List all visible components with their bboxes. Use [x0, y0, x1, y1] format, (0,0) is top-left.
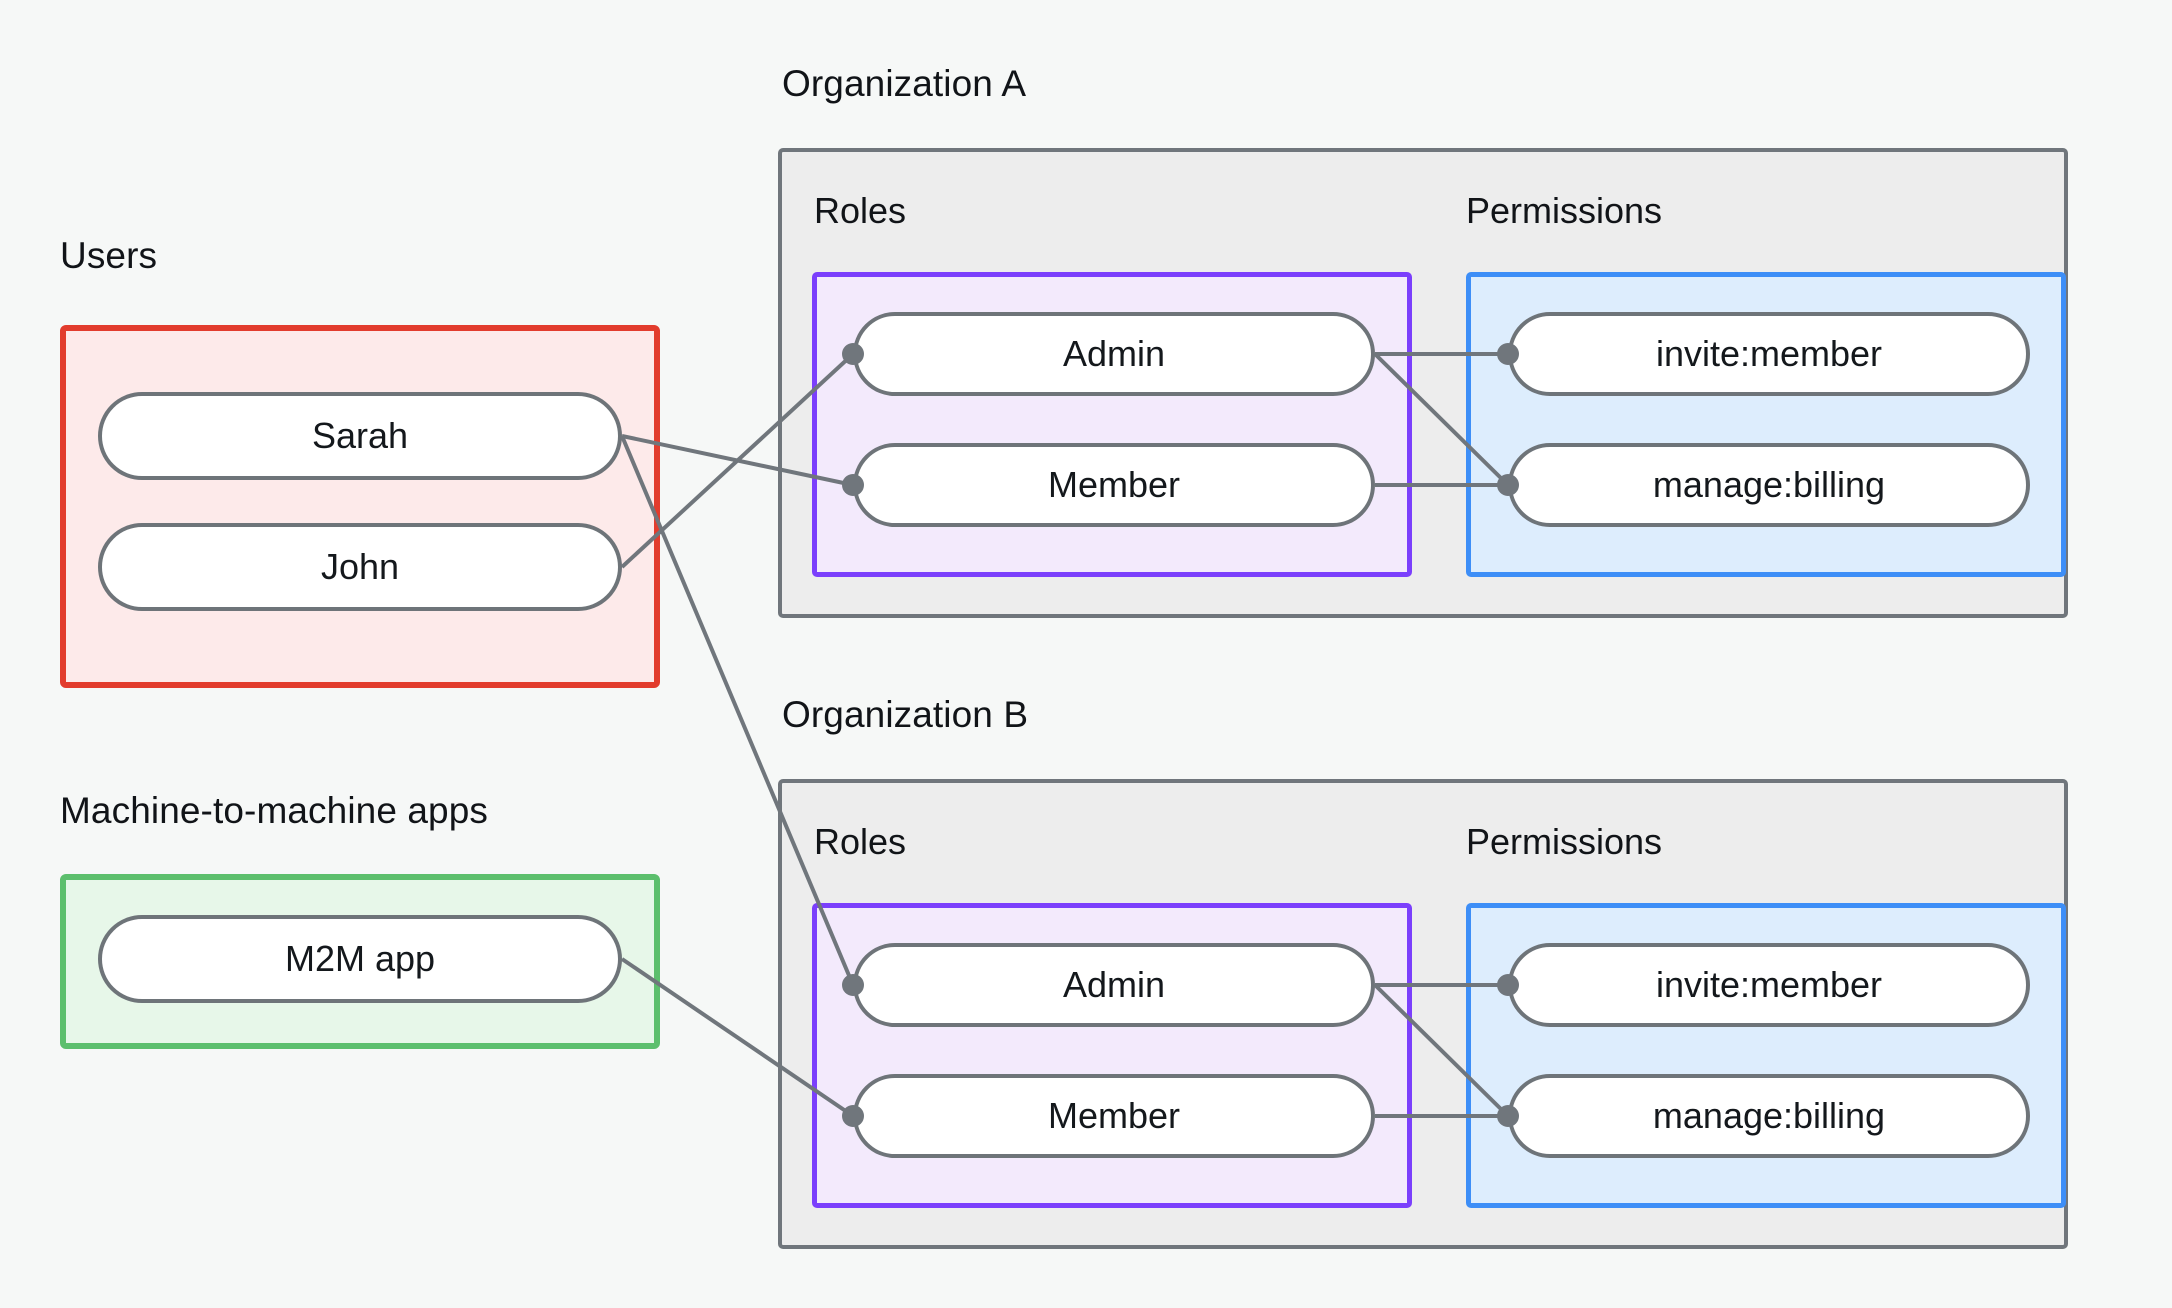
node-label: Member [1047, 464, 1181, 505]
node-perm-a-invite-member[interactable]: invite:member [1508, 312, 2030, 396]
org-a-permissions-label: Permissions [1466, 190, 1663, 231]
org-a-title: Organization A [782, 63, 1027, 104]
node-user-john[interactable]: John [98, 523, 622, 611]
m2m-group-title: Machine-to-machine apps [60, 790, 489, 831]
node-label: invite:member [1655, 333, 1883, 374]
node-label: M2M app [284, 938, 436, 979]
node-role-b-member[interactable]: Member [853, 1074, 1375, 1158]
org-b-permissions-label: Permissions [1466, 821, 1663, 862]
node-perm-b-manage-billing[interactable]: manage:billing [1508, 1074, 2030, 1158]
node-role-a-admin[interactable]: Admin [853, 312, 1375, 396]
users-group-title: Users [60, 235, 158, 276]
node-label: John [320, 546, 400, 587]
node-label: manage:billing [1652, 464, 1886, 505]
node-user-sarah[interactable]: Sarah [98, 392, 622, 480]
node-perm-b-invite-member[interactable]: invite:member [1508, 943, 2030, 1027]
node-label: invite:member [1655, 964, 1883, 1005]
node-label: Member [1047, 1095, 1181, 1136]
org-b-title: Organization B [782, 694, 1029, 735]
node-label: Admin [1062, 964, 1166, 1005]
org-b-roles-label: Roles [814, 821, 907, 862]
org-a-roles-label: Roles [814, 190, 907, 231]
node-role-a-member[interactable]: Member [853, 443, 1375, 527]
node-role-b-admin[interactable]: Admin [853, 943, 1375, 1027]
node-m2m-app[interactable]: M2M app [98, 915, 622, 1003]
users-container [60, 325, 660, 688]
node-label: manage:billing [1652, 1095, 1886, 1136]
node-label: Sarah [311, 415, 409, 456]
node-perm-a-manage-billing[interactable]: manage:billing [1508, 443, 2030, 527]
node-label: Admin [1062, 333, 1166, 374]
